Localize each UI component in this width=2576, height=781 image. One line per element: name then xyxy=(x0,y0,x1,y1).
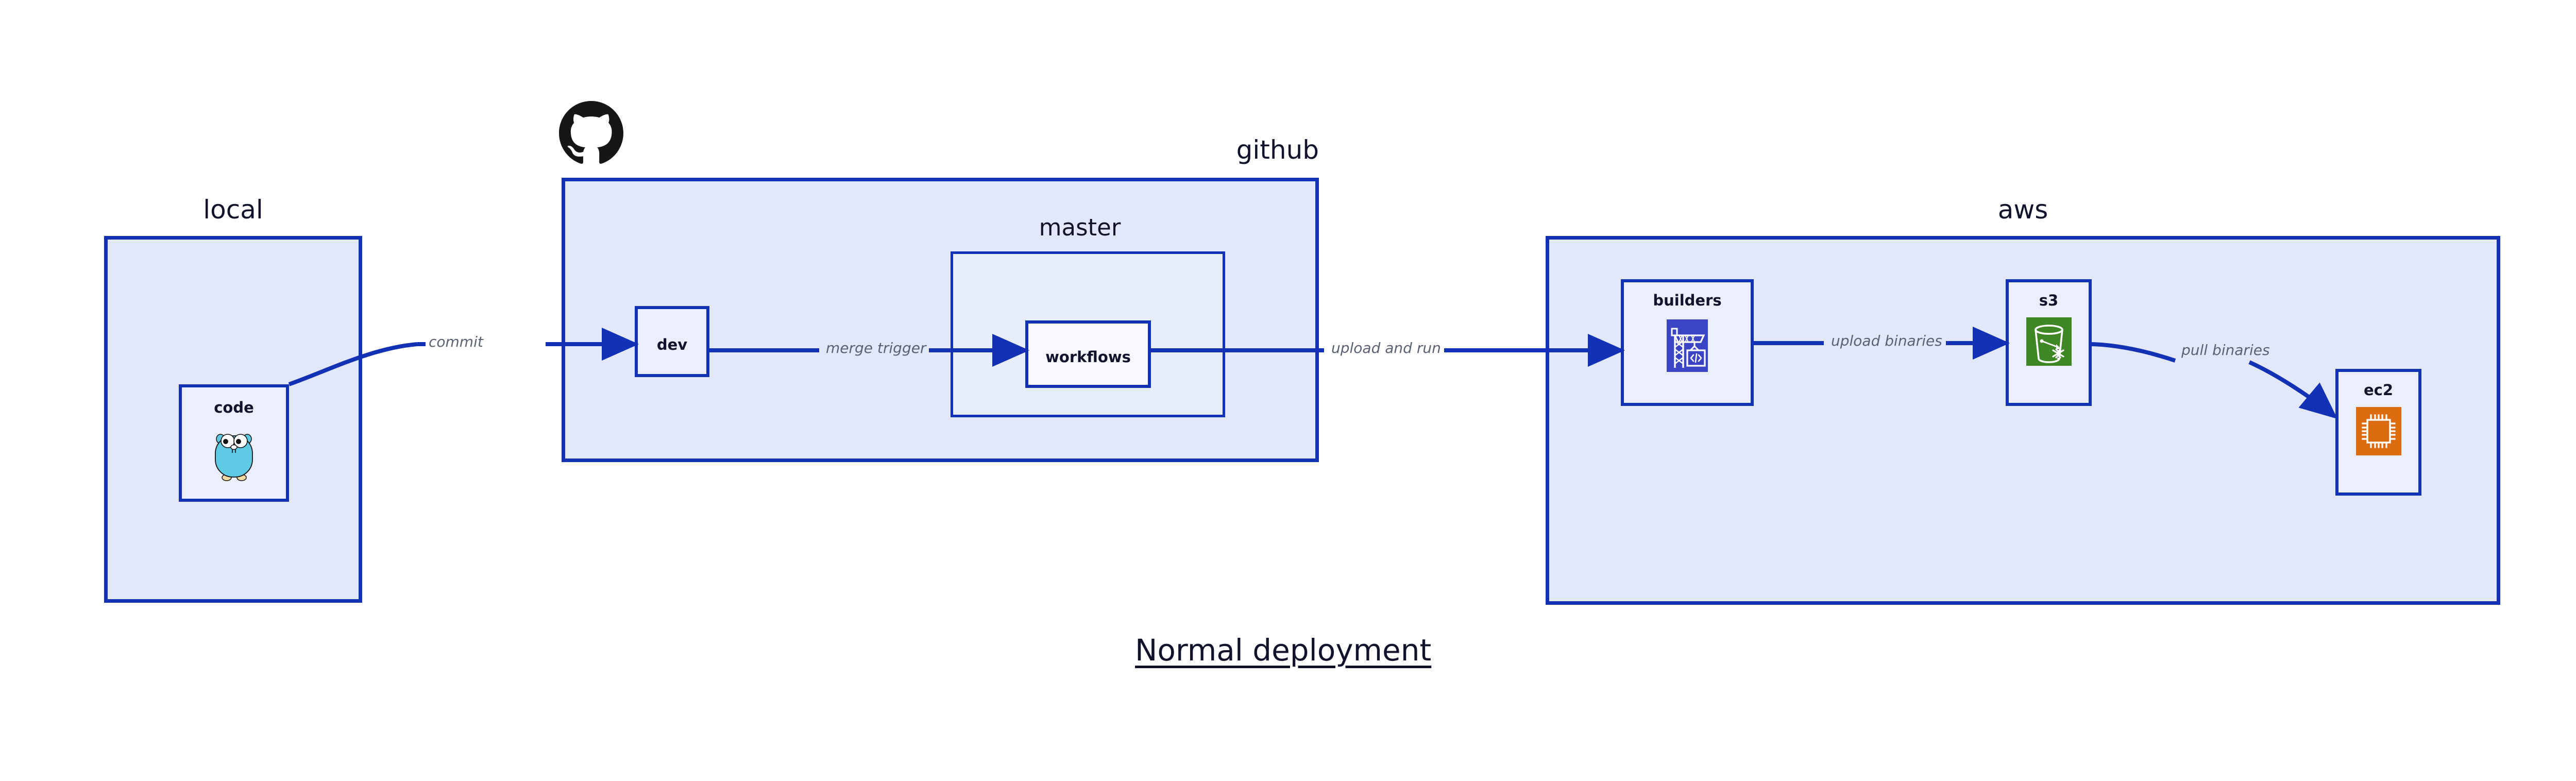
group-label-local: local xyxy=(203,195,263,225)
node-label-builders: builders xyxy=(1653,292,1722,309)
node-label-s3: s3 xyxy=(2039,292,2059,309)
github-octocat-icon xyxy=(559,101,623,165)
edge-label-merge-trigger: merge trigger xyxy=(823,340,929,356)
edge-label-commit: commit xyxy=(426,334,486,350)
node-label-dev: dev xyxy=(656,336,688,353)
cpu-chip-icon xyxy=(2355,407,2401,455)
node-code[interactable]: code xyxy=(179,384,289,502)
node-dev[interactable]: dev xyxy=(635,306,709,377)
subgroup-label-master: master xyxy=(1039,214,1121,241)
node-ec2[interactable]: ec2 xyxy=(2335,369,2421,496)
group-label-aws: aws xyxy=(1997,195,2048,225)
edge-label-upload-and-run: upload and run xyxy=(1328,340,1444,356)
node-label-workflows: workflows xyxy=(1045,348,1131,366)
node-workflows[interactable]: workflows xyxy=(1025,320,1151,388)
group-label-github: github xyxy=(1236,135,1319,165)
s3-bucket-icon xyxy=(2026,317,2072,366)
node-s3[interactable]: s3 xyxy=(2006,279,2092,406)
node-builders[interactable]: builders xyxy=(1621,279,1754,406)
edge-label-pull-binaries: pull binaries xyxy=(2178,342,2273,359)
node-label-ec2: ec2 xyxy=(2363,381,2394,399)
crane-code-icon xyxy=(1667,319,1708,372)
go-gopher-icon xyxy=(212,428,256,481)
edge-label-upload-binaries: upload binaries xyxy=(1828,333,1945,349)
node-label-code: code xyxy=(214,399,254,416)
diagram-title: Normal deployment xyxy=(1135,633,1432,668)
